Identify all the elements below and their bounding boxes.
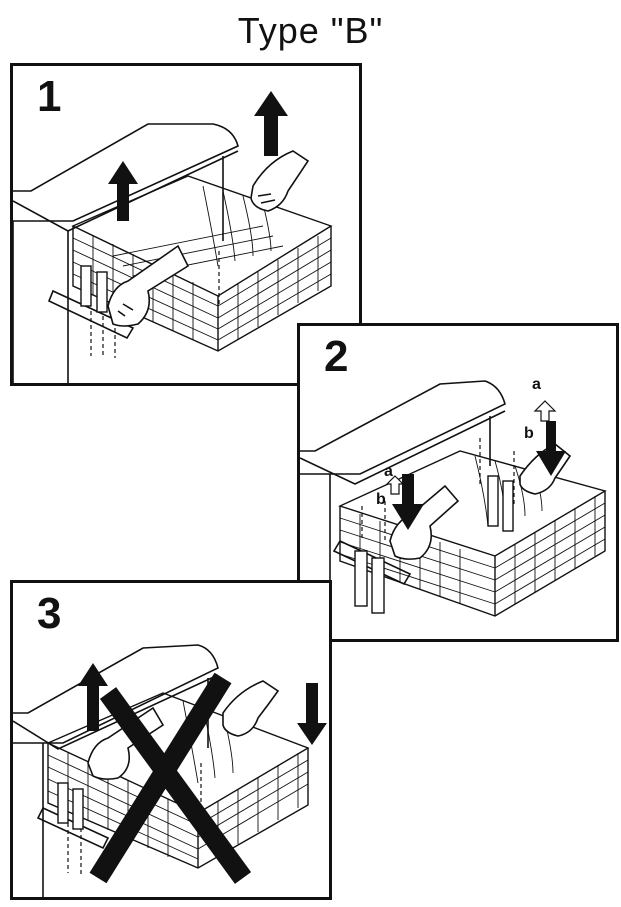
dishwasher-top xyxy=(300,380,506,475)
step-1-number: 1 xyxy=(37,72,62,121)
up-arrow-left xyxy=(108,161,138,221)
upper-basket xyxy=(71,175,333,352)
step-1-panel: 1 xyxy=(10,63,362,386)
dishwasher-top xyxy=(13,644,219,744)
dishwasher-top xyxy=(13,123,239,222)
arrow-b-left xyxy=(392,474,424,530)
step-2-number: 2 xyxy=(324,332,349,381)
step-3-illustration xyxy=(13,644,327,897)
label-b-right: b xyxy=(524,425,534,442)
hand-right xyxy=(250,150,310,212)
page-title: Type "B" xyxy=(237,10,384,51)
step-2-illustration: a b a b xyxy=(300,376,607,639)
upper-basket xyxy=(338,450,607,617)
arrow-b-right xyxy=(536,421,566,476)
label-b-left: b xyxy=(376,491,386,508)
down-arrow-right xyxy=(297,683,327,745)
hand-right xyxy=(222,680,280,737)
up-arrow-right xyxy=(254,91,288,156)
step-1-illustration xyxy=(13,91,333,383)
step-3-panel: 3 xyxy=(10,580,332,900)
label-a-left: a xyxy=(384,463,393,480)
side-rail xyxy=(36,806,110,850)
label-a-right: a xyxy=(532,376,541,393)
side-rail xyxy=(47,289,135,340)
step-2-panel: a b a b 2 xyxy=(297,323,619,642)
arrow-a-right xyxy=(533,400,557,422)
hand-left xyxy=(389,484,460,560)
up-arrow-left xyxy=(78,663,108,731)
hand-left xyxy=(107,244,190,327)
step-3-number: 3 xyxy=(37,589,62,638)
prohibited-x-icon xyxy=(89,672,252,884)
